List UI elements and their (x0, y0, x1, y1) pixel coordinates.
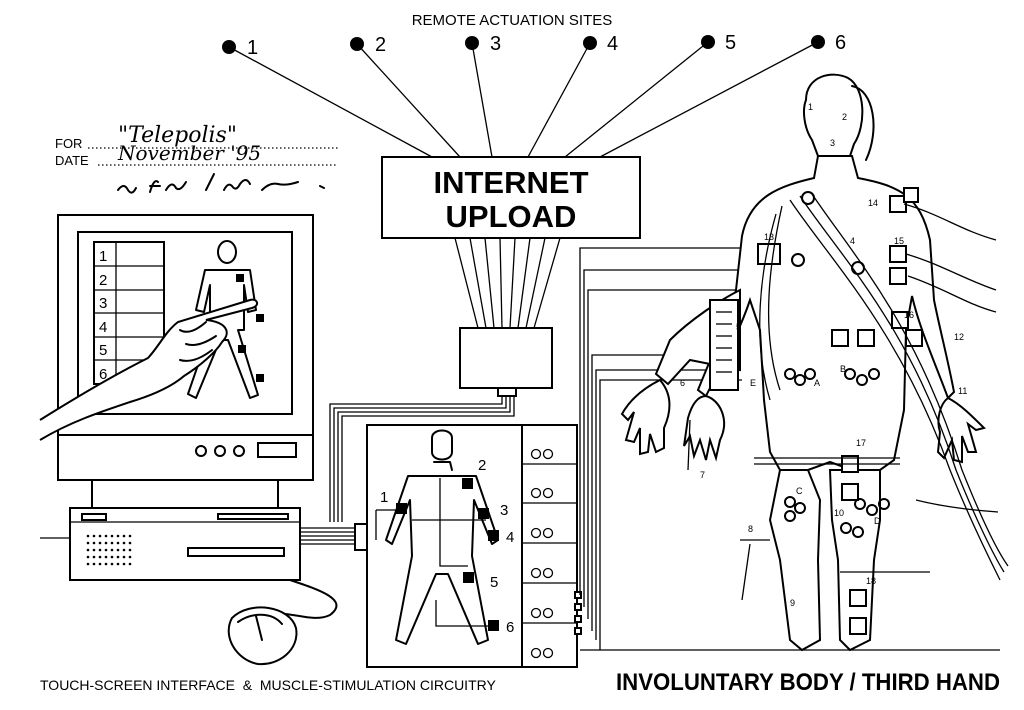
screen-row-1: 1 (99, 248, 107, 265)
body-label-13: 13 (764, 232, 774, 242)
circuit-label-4: 4 (506, 529, 514, 546)
circuit-label-3: 3 (500, 502, 508, 519)
modem-cables (329, 396, 515, 522)
body-label-18: 18 (866, 576, 876, 586)
modem-box (459, 327, 553, 389)
body-label-E: E (750, 378, 756, 388)
circuit-stim-markers (396, 478, 499, 631)
site-label-6: 6 (835, 32, 846, 54)
circuit-labels: 1 2 3 4 5 6 (380, 457, 514, 636)
remote-actuation-title: REMOTE ACTUATION SITES (412, 12, 613, 29)
body-label-C: C (796, 486, 803, 496)
body-label-14: 14 (868, 198, 878, 208)
body-label-12: 12 (954, 332, 964, 342)
screen-row-5: 5 (99, 342, 107, 359)
upload-line-2: UPLOAD (446, 199, 577, 234)
screen-body-figure (187, 240, 259, 399)
circuit-wiring (375, 478, 488, 627)
screen-row-2: 2 (99, 272, 107, 289)
caption-right: INVOLUNTARY BODY / THIRD HAND (616, 669, 1000, 696)
handwritten-note: FOR "Telepolis" DATE November '95 (55, 123, 338, 194)
body-label-5: 5 (736, 322, 741, 332)
upload-line-1: INTERNET (434, 165, 589, 200)
circuit-connector (354, 523, 368, 551)
body-label-15: 15 (894, 236, 904, 246)
body-label-9: 9 (790, 598, 795, 608)
circuit-body-figure (385, 429, 499, 645)
site-label-4: 4 (607, 33, 618, 55)
site-label-2: 2 (375, 34, 386, 56)
body-label-10: 10 (834, 508, 844, 518)
computer-mouse (227, 606, 298, 666)
body-label-11: 11 (958, 386, 967, 396)
signature (117, 173, 325, 194)
body-label-D: D (874, 516, 881, 526)
circuit-label-2: 2 (478, 457, 486, 474)
site-label-3: 3 (490, 33, 501, 55)
for-value: "Telepolis" (118, 123, 237, 148)
body-label-17: 17 (856, 438, 866, 448)
screen-row-6: 6 (99, 366, 107, 383)
site-label-5: 5 (725, 32, 736, 54)
body-label-6: 6 (680, 378, 685, 388)
body-label-2: 2 (842, 112, 847, 122)
body-label-8: 8 (748, 524, 753, 534)
body-label-1: 1 (808, 102, 813, 112)
caption-left: TOUCH-SCREEN INTERFACE & MUSCLE-STIMULAT… (40, 677, 496, 693)
circuit-label-1: 1 (380, 489, 388, 506)
circuit-label-5: 5 (490, 574, 498, 591)
body-label-4: 4 (850, 236, 855, 246)
for-label: FOR (55, 136, 82, 151)
body-label-7: 7 (700, 470, 705, 480)
body-label-3: 3 (830, 138, 835, 148)
actuation-sites: 1 2 3 4 5 6 (222, 32, 846, 59)
screen-row-3: 3 (99, 295, 107, 312)
date-value: November '95 (117, 141, 261, 165)
circuit-label-6: 6 (506, 619, 514, 636)
body-annotations: 1 2 3 4 5 6 7 8 9 10 11 12 13 14 15 16 1… (680, 102, 967, 608)
circuitry-panel (366, 424, 582, 668)
upload-bundle (454, 237, 561, 329)
site-connection-lines (228, 41, 819, 158)
body-label-B: B (840, 364, 846, 374)
modem-port (497, 387, 517, 397)
involuntary-body-figure (620, 73, 1009, 652)
body-label-16: 16 (904, 310, 914, 320)
body-label-A: A (814, 378, 820, 388)
site-label-1: 1 (247, 37, 258, 59)
computer-base (69, 507, 301, 581)
computer-to-circuit-cables (300, 527, 355, 545)
internet-upload-box: INTERNET UPLOAD (381, 156, 641, 239)
pointing-hand (39, 298, 258, 441)
screen-row-4: 4 (99, 319, 107, 336)
date-label: DATE (55, 153, 89, 168)
